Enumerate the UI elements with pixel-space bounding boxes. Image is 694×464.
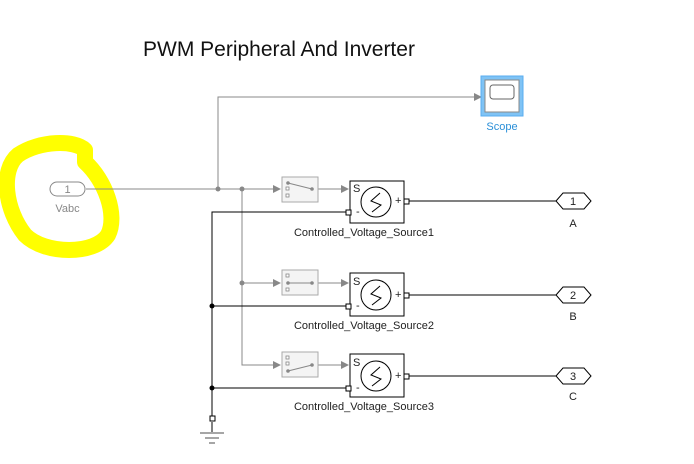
port-minus-label: - [356,382,360,394]
source-label: Controlled_Voltage_Source3 [294,401,434,413]
branch-point [239,280,245,286]
outport-number: 2 [570,290,576,302]
outport-number: 3 [570,371,576,383]
inport-number: 1 [64,184,70,196]
signal-lines [86,93,482,369]
scope-block[interactable]: Scope [480,75,524,133]
junction-point [209,303,215,309]
controlled-voltage-source-1[interactable]: S - + Controlled_Voltage_Source1 [294,180,434,239]
port-s-label: S [353,357,360,369]
controlled-voltage-source-2[interactable]: S - + Controlled_Voltage_Source2 [294,272,434,332]
outport-label: C [569,391,577,403]
outport-c[interactable]: 3 C [555,367,592,403]
outport-a[interactable]: 1 A [555,192,592,230]
junction-point [209,385,215,391]
branch-point [215,186,221,192]
controlled-voltage-source-3[interactable]: S - + Controlled_Voltage_Source3 [294,353,434,413]
physical-lines [211,200,556,432]
ground-block[interactable] [200,415,224,444]
port-minus-label: - [356,300,360,312]
outport-label: A [569,218,577,230]
switch-block-2[interactable] [281,269,319,296]
outport-b[interactable]: 2 B [555,286,592,323]
diagram-title: PWM Peripheral And Inverter [143,38,415,61]
highlight-annotation [0,135,120,258]
switch-block-1[interactable] [281,176,319,203]
inport-label: Vabc [55,203,80,215]
source-label: Controlled_Voltage_Source1 [294,227,434,239]
outport-number: 1 [570,196,576,208]
port-plus-label: + [395,195,401,207]
source-label: Controlled_Voltage_Source2 [294,320,434,332]
outport-label: B [569,311,576,323]
inport-vabc[interactable]: 1 Vabc [49,181,86,215]
port-plus-label: + [395,289,401,301]
scope-label: Scope [486,121,517,133]
switch-block-3[interactable] [281,351,319,378]
port-s-label: S [353,183,360,195]
port-plus-label: + [395,370,401,382]
port-minus-label: - [356,206,360,218]
branch-point [239,186,245,192]
port-s-label: S [353,276,360,288]
